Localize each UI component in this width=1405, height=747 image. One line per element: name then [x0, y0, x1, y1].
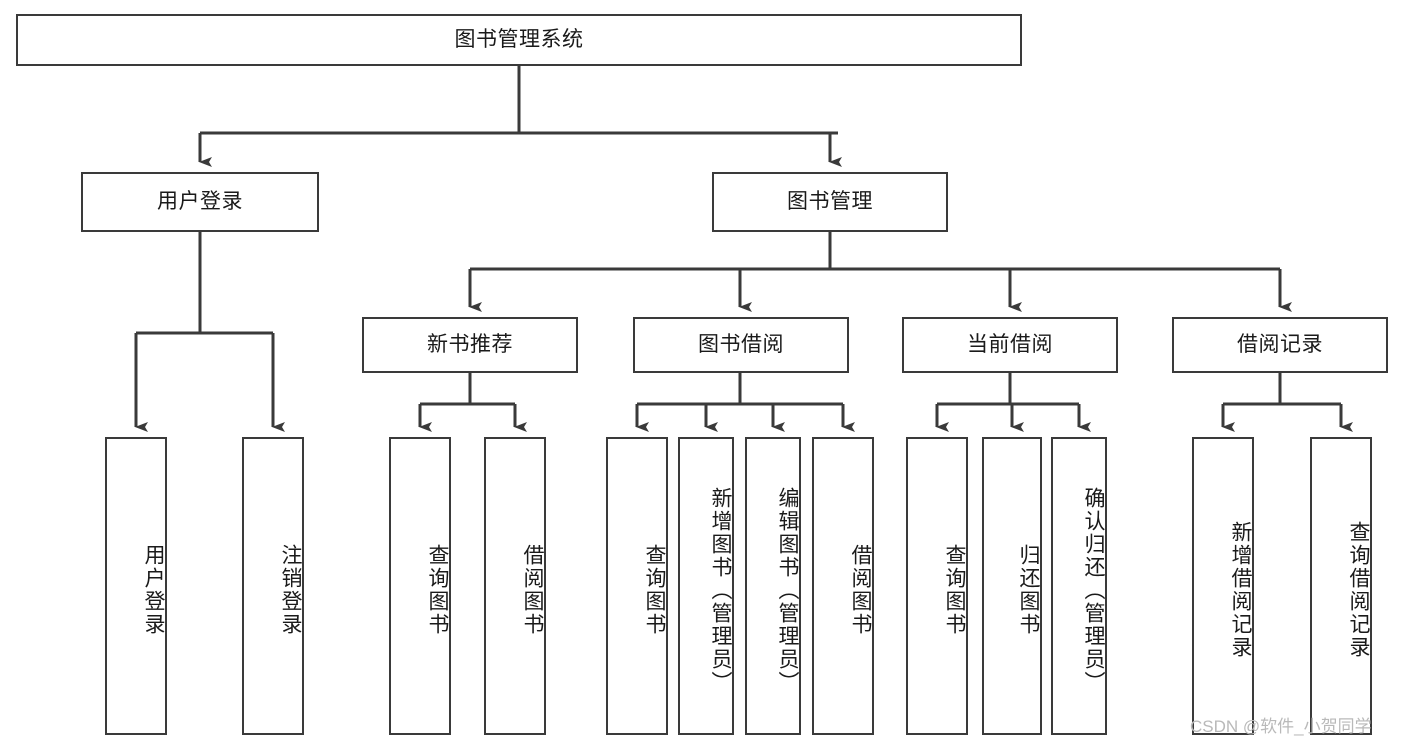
node-bb-borrow-book-label: 借阅图书: [849, 544, 872, 636]
node-cb-query-book-label: 查询图书: [943, 544, 966, 636]
node-bb-edit-book[interactable]: 编辑图书（管理员）: [745, 437, 801, 735]
node-user-login[interactable]: 用户登录: [81, 172, 319, 232]
node-bb-add-book[interactable]: 新增图书（管理员）: [678, 437, 734, 735]
csdn-watermark: CSDN @软件_小贺同学: [1190, 717, 1372, 736]
node-book-management[interactable]: 图书管理: [712, 172, 948, 232]
node-new-book-recommend[interactable]: 新书推荐: [362, 317, 578, 373]
node-bb-query-book[interactable]: 查询图书: [606, 437, 668, 735]
node-current-borrow[interactable]: 当前借阅: [902, 317, 1118, 373]
node-cb-confirm-return-label: 确认归还（管理员）: [1082, 486, 1105, 694]
node-current-borrow-label: 当前借阅: [967, 332, 1053, 356]
node-user-login-login-label: 用户登录: [142, 544, 165, 636]
node-book-borrow-label: 图书借阅: [698, 332, 784, 356]
node-cb-query-book[interactable]: 查询图书: [906, 437, 968, 735]
node-user-login-logout[interactable]: 注销登录: [242, 437, 304, 735]
node-nbr-borrow-book-label: 借阅图书: [521, 544, 544, 636]
node-br-add-record-label: 新增借阅记录: [1229, 521, 1252, 659]
node-bb-add-book-label: 新增图书（管理员）: [709, 486, 732, 694]
node-bb-query-book-label: 查询图书: [643, 544, 666, 636]
node-borrow-record[interactable]: 借阅记录: [1172, 317, 1388, 373]
node-user-login-logout-label: 注销登录: [279, 544, 302, 636]
node-new-book-recommend-label: 新书推荐: [427, 332, 513, 356]
node-cb-confirm-return[interactable]: 确认归还（管理员）: [1051, 437, 1107, 735]
node-bb-borrow-book[interactable]: 借阅图书: [812, 437, 874, 735]
node-book-borrow[interactable]: 图书借阅: [633, 317, 849, 373]
node-br-add-record[interactable]: 新增借阅记录: [1192, 437, 1254, 735]
node-root[interactable]: 图书管理系统: [16, 14, 1022, 66]
node-bb-edit-book-label: 编辑图书（管理员）: [776, 486, 799, 694]
node-cb-return-book-label: 归还图书: [1017, 544, 1040, 636]
node-user-login-login[interactable]: 用户登录: [105, 437, 167, 735]
node-book-management-label: 图书管理: [787, 189, 873, 213]
node-cb-return-book[interactable]: 归还图书: [982, 437, 1042, 735]
node-br-query-record-label: 查询借阅记录: [1347, 521, 1370, 659]
node-nbr-query-book-label: 查询图书: [426, 544, 449, 636]
node-br-query-record[interactable]: 查询借阅记录: [1310, 437, 1372, 735]
node-nbr-borrow-book[interactable]: 借阅图书: [484, 437, 546, 735]
node-root-label: 图书管理系统: [454, 27, 584, 51]
node-nbr-query-book[interactable]: 查询图书: [389, 437, 451, 735]
node-borrow-record-label: 借阅记录: [1237, 332, 1323, 356]
node-user-login-label: 用户登录: [157, 189, 243, 213]
